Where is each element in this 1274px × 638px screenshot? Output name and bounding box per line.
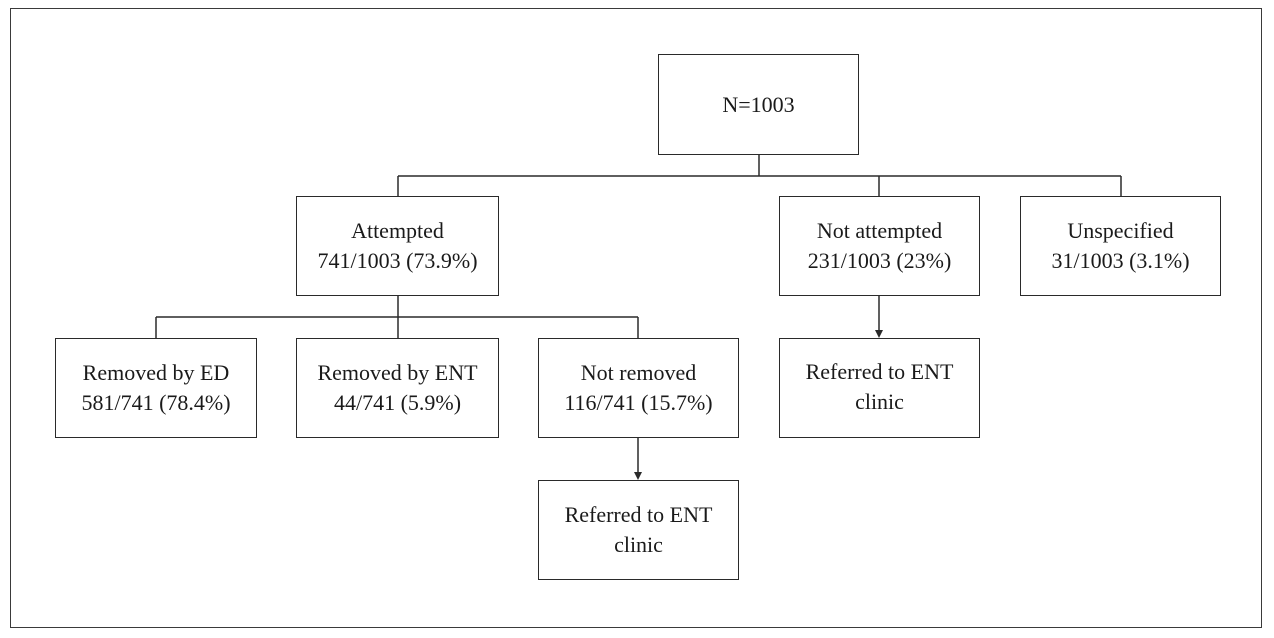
diagram-frame [10, 8, 1262, 628]
attempted-label: Attempted [351, 218, 444, 243]
arrowhead-not-attempted [875, 330, 883, 338]
removed-by-ent-value: 44/741 (5.9%) [333, 390, 462, 415]
attempted-value: 741/1003 (73.9%) [317, 248, 478, 273]
removed-by-ed-value: 581/741 (78.4%) [81, 390, 231, 415]
root-label: N=1003 [722, 91, 795, 117]
not-attempted-label: Not attempted [816, 218, 943, 243]
referred-ent-clinic-node-a: Referred to ENT clinic [779, 338, 980, 438]
referred-ent-clinic-line2: clinic [855, 389, 904, 414]
removed-by-ent-label: Removed by ENT [317, 360, 478, 385]
root-node: N=1003 [658, 54, 859, 155]
unspecified-label: Unspecified [1067, 218, 1174, 243]
referred-ent-clinic-line1: Referred to ENT [564, 502, 713, 527]
removed-by-ent-node: Removed by ENT 44/741 (5.9%) [296, 338, 499, 438]
not-removed-label: Not removed [580, 360, 697, 385]
referred-ent-clinic-line1: Referred to ENT [805, 359, 954, 384]
not-attempted-value: 231/1003 (23%) [807, 248, 952, 273]
unspecified-value: 31/1003 (3.1%) [1051, 248, 1190, 273]
not-removed-value: 116/741 (15.7%) [564, 390, 713, 415]
removed-by-ed-label: Removed by ED [82, 360, 230, 385]
not-removed-node: Not removed 116/741 (15.7%) [538, 338, 739, 438]
referred-ent-clinic-node-b: Referred to ENT clinic [538, 480, 739, 580]
not-attempted-node: Not attempted 231/1003 (23%) [779, 196, 980, 296]
removed-by-ed-node: Removed by ED 581/741 (78.4%) [55, 338, 257, 438]
referred-ent-clinic-line2: clinic [614, 532, 663, 557]
unspecified-node: Unspecified 31/1003 (3.1%) [1020, 196, 1221, 296]
attempted-node: Attempted 741/1003 (73.9%) [296, 196, 499, 296]
arrowhead-not-removed [634, 472, 642, 480]
